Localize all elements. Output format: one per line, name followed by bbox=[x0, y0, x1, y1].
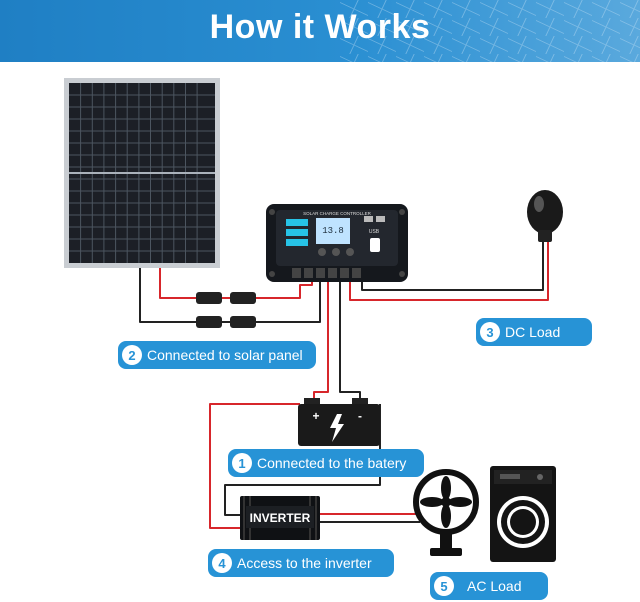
mc4-connectors bbox=[196, 292, 256, 328]
bulb-icon bbox=[527, 190, 563, 242]
callout-dc-load: 3 DC Load bbox=[476, 318, 592, 346]
callout-text: AC Load bbox=[467, 578, 522, 594]
inverter-label: INVERTER bbox=[250, 511, 311, 525]
connector-red-b bbox=[230, 292, 256, 304]
controller-label: SOLAR CHARGE CONTROLLER bbox=[303, 211, 372, 216]
inverter-red-wire bbox=[209, 403, 300, 529]
callout-number: 2 bbox=[122, 345, 142, 365]
callout-text: Connected to the batery bbox=[257, 455, 407, 471]
battery-icon: + - bbox=[298, 398, 380, 446]
battery-red-wire bbox=[313, 280, 329, 402]
lightning-icon bbox=[330, 414, 344, 442]
battery-minus: - bbox=[358, 409, 362, 423]
callout-number: 3 bbox=[480, 322, 500, 342]
connector-red-a bbox=[196, 292, 222, 304]
callout-battery: 1 Connected to the batery bbox=[228, 449, 424, 477]
controller-display: 13.8 bbox=[322, 226, 344, 236]
washing-machine-icon bbox=[490, 466, 556, 562]
callout-text: DC Load bbox=[505, 324, 561, 340]
callout-text: Access to the inverter bbox=[237, 555, 372, 571]
dcload-black-wire bbox=[361, 240, 544, 291]
callout-number: 4 bbox=[212, 553, 232, 573]
header-banner: How it Works bbox=[0, 0, 640, 62]
inverter-icon: INVERTER bbox=[240, 496, 320, 540]
solar-panel-icon bbox=[64, 78, 220, 268]
callout-inverter: 4 Access to the inverter bbox=[208, 549, 394, 577]
fan-icon bbox=[413, 469, 479, 556]
charge-controller-icon: SOLAR CHARGE CONTROLLER 13.8 USB bbox=[266, 204, 408, 282]
connector-black-a bbox=[196, 316, 222, 328]
dcload-red-wire bbox=[349, 240, 549, 301]
callout-number: 5 bbox=[434, 576, 454, 596]
callout-ac-load: 5 AC Load bbox=[430, 572, 548, 600]
page-title: How it Works bbox=[209, 8, 431, 46]
callout-text: Connected to solar panel bbox=[147, 347, 303, 363]
wires bbox=[139, 240, 549, 529]
panel-red-wire bbox=[159, 268, 313, 299]
connector-black-b bbox=[230, 316, 256, 328]
battery-black-wire bbox=[339, 280, 361, 402]
banner-pattern bbox=[340, 0, 640, 62]
callout-number: 1 bbox=[232, 453, 252, 473]
battery-plus: + bbox=[312, 409, 319, 423]
usb-label: USB bbox=[369, 229, 380, 235]
callout-solar-panel: 2 Connected to solar panel bbox=[118, 341, 316, 369]
